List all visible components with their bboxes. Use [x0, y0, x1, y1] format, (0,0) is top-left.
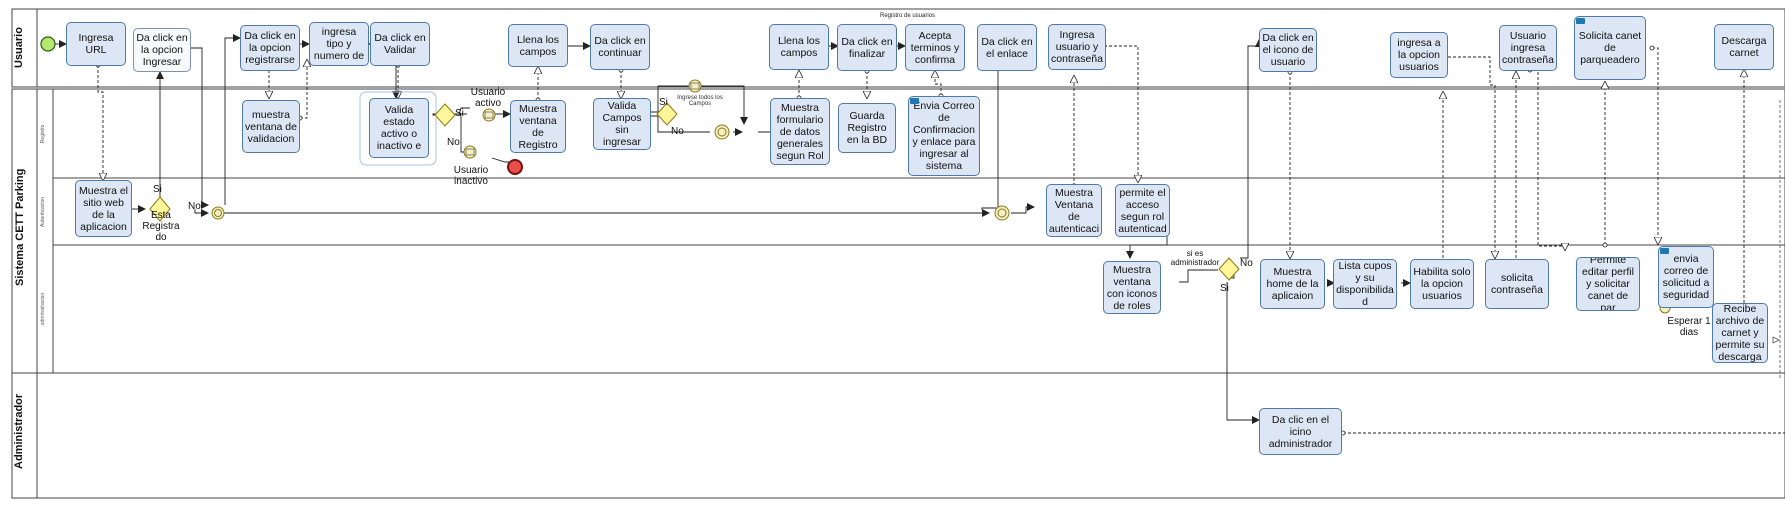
task-ingresa-usuario[interactable]: Ingresa usuario y contraseña: [1048, 24, 1106, 70]
label-si-activo: Si: [455, 108, 464, 119]
task-click-finalizar[interactable]: Da click en finalizar: [837, 24, 897, 71]
group-box: [359, 91, 437, 166]
pool-borders: [11, 8, 1785, 499]
message-icon: [1576, 18, 1585, 24]
label-esperar: Esperar 1 dias: [1667, 316, 1711, 338]
label-si-registrado: Si: [153, 184, 162, 195]
label-no-admin: No: [1240, 258, 1253, 269]
task-valida-estado[interactable]: Valida estado activo o inactivo e: [369, 98, 429, 158]
label-usuario-activo: Usuario activo: [470, 87, 506, 109]
task-muestra-ventana-autenticacion[interactable]: Muestra Ventana de autenticaci: [1046, 184, 1102, 237]
task-permite-acceso[interactable]: permite el acceso segun rol autenticad: [1115, 184, 1170, 237]
task-click-continuar[interactable]: Da click en continuar: [590, 24, 650, 70]
gateway-campos: [656, 102, 678, 126]
task-solicita-contrasena[interactable]: solicita contraseña: [1485, 259, 1549, 309]
task-permite-editar[interactable]: Permite editar perfil y solicitar canet …: [1576, 257, 1640, 311]
task-guarda-registro[interactable]: Guarda Registro en la BD: [838, 103, 896, 153]
lane-autenticacion: Autenticacion: [40, 196, 46, 228]
label-si-campos: Si: [659, 97, 668, 108]
task-muestra-formulario[interactable]: Muestra formulario de datos generales se…: [770, 98, 830, 165]
message-icon: [1660, 248, 1669, 254]
pool-usuario: Usuario: [13, 27, 25, 68]
gateway-estado: [434, 103, 456, 127]
label-si-admin: Si: [1220, 283, 1229, 294]
label-no-activo: No: [447, 137, 460, 148]
label-si-es-admin: si es administrador: [1170, 249, 1220, 267]
lane-registro: Registro: [40, 124, 46, 144]
gateway-admin: [1218, 257, 1240, 281]
task-ingresa-opcion-usuarios[interactable]: ingresa a la opcion usuarios: [1390, 32, 1448, 78]
task-click-validar[interactable]: Da click en Validar: [370, 22, 430, 66]
task-llena-campos-2[interactable]: Llena los campos: [769, 24, 829, 70]
gateways: [149, 102, 1240, 281]
task-click-icono-usuario[interactable]: Da click en el icono de usuario: [1259, 28, 1317, 72]
task-click-icono-admin[interactable]: Da clic en el icino administrador: [1259, 408, 1342, 455]
label-usuario-inactivo: Usuario inactivo: [453, 165, 489, 187]
label-ingrese-campos: Ingrese todos los Campos: [677, 95, 723, 107]
task-recibe-archivo[interactable]: Recibe archivo de carnet y permite su de…: [1712, 303, 1768, 363]
lane-administracion: administracion: [40, 292, 46, 326]
task-click-registrarse[interactable]: Da click en la opcion registrarse: [240, 25, 300, 71]
task-click-enlace[interactable]: Da click en el enlace: [977, 24, 1037, 71]
task-muestra-ventana-iconos[interactable]: Muestra ventana con iconos de roles: [1103, 261, 1161, 314]
task-solicita-carnet[interactable]: Solicita canet de parqueadero: [1574, 16, 1646, 80]
label-no-registrado: No: [188, 201, 201, 212]
task-llena-campos-1[interactable]: Llena los campos: [508, 24, 568, 67]
task-lista-cupos[interactable]: Lista cupos y su disponibilida d: [1333, 259, 1397, 309]
task-usuario-ingresa-contrasena[interactable]: Usuario ingresa contraseña: [1499, 25, 1557, 71]
label-no-campos: No: [671, 126, 684, 137]
task-muestra-ventana-validacion[interactable]: muestra ventana de validacion: [242, 100, 300, 153]
task-ingresa-url[interactable]: Ingresa URL: [66, 22, 126, 66]
task-muestra-home[interactable]: Muestra home de la aplicaion: [1260, 259, 1325, 309]
right-edge-marks: [1772, 100, 1781, 380]
task-valida-campos[interactable]: Valida Campos sin ingresar: [593, 98, 651, 150]
pool-administrador: Administrador: [13, 393, 25, 469]
task-descarga-carnet[interactable]: Descarga carnet: [1714, 24, 1774, 70]
sequence-flows: [54, 34, 1411, 424]
task-ingresa-tipo[interactable]: ingresa tipo y numero de: [309, 22, 369, 66]
label-esta-registrado: Esta Registra do: [142, 210, 180, 243]
task-click-ingresar[interactable]: Da click en la opcion Ingresar: [133, 28, 191, 72]
gateway-esta-registrado: [149, 196, 171, 222]
task-acepta-terminos[interactable]: Acepta terminos y confirma: [905, 24, 965, 71]
task-envia-correo-seguridad[interactable]: envia correo de solicitud a seguridad: [1658, 246, 1714, 308]
message-icon: [910, 98, 919, 104]
start-event: [40, 36, 56, 52]
intermediate-events: [211, 79, 1671, 314]
task-envia-correo[interactable]: Envia Correo de Confirmacion y enlace pa…: [908, 96, 980, 176]
task-muestra-ventana-registro[interactable]: Muestra ventana de Registro: [510, 100, 566, 153]
task-habilita-opcion[interactable]: Habilita solo la opcion usuarios: [1410, 259, 1474, 309]
diagram-title: Registro de usuarios: [880, 13, 936, 19]
pool-sistema: Sistema CETT Parking: [14, 168, 26, 286]
task-muestra-sitio-web[interactable]: Muestra el sitio web de la aplicacion: [75, 180, 132, 237]
end-event: [507, 159, 523, 175]
